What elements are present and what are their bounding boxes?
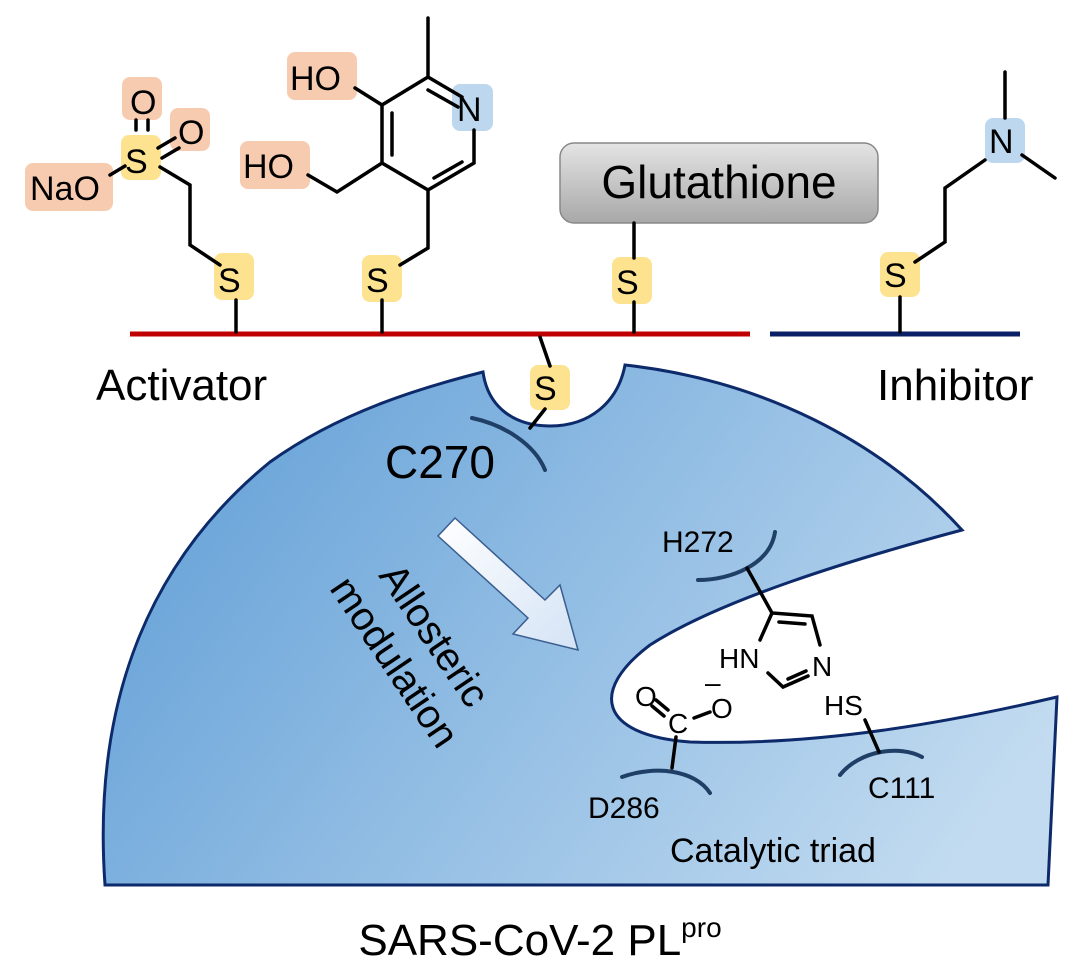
h272-text: H272 [662,526,734,559]
s-text: S [884,257,907,295]
catalytic-triad-label: Catalytic triad [670,832,876,870]
ho-text: HO [243,148,294,186]
minus-text: – [705,667,721,698]
protein-title: SARS-CoV-2 PLpro [358,912,721,965]
inhibitor-label: Inhibitor [877,361,1034,410]
s-text: S [616,264,639,302]
ho-text: HO [290,60,341,98]
n-text: N [457,91,482,129]
dimethylaminoethyl-inhibitor-molecule: S N [884,70,1057,334]
n-text: N [812,651,832,682]
superscript-text: pro [681,912,721,943]
main-text: SARS-CoV-2 PL [358,916,681,965]
s-text: S [125,143,148,181]
activator-label: Activator [96,361,267,410]
c-text: C [668,708,688,739]
c270-label: C270 [385,436,495,488]
atom-highlights [25,52,1025,410]
n-text: N [989,123,1014,161]
o-text: O [178,114,204,152]
d286-text: D286 [588,792,660,825]
d286-residue: O C O – D286 [588,667,733,825]
c111-text: C111 [868,772,935,805]
glutathione-activator: Glutathione S [559,142,879,334]
pyridoxine-activator-molecule: HO HO N S [243,16,482,334]
o-text: O [635,681,657,712]
nao-text: NaO [30,170,100,208]
hs-text: HS [824,690,863,721]
protein-shape [101,363,1059,887]
s-text: S [366,262,389,300]
c270-site: S C270 [385,335,557,488]
o-text: O [130,84,156,122]
s-text: S [534,370,557,408]
allosteric-arrow [436,516,580,652]
s-text: S [218,262,241,300]
sulfonate-activator-molecule: S O O NaO S [30,84,241,334]
hn-text: HN [719,643,759,674]
c111-residue: HS C111 [824,690,935,805]
h272-residue: H272 HN N [662,526,832,690]
o-text: O [711,693,733,724]
glutathione-text: Glutathione [601,156,836,208]
